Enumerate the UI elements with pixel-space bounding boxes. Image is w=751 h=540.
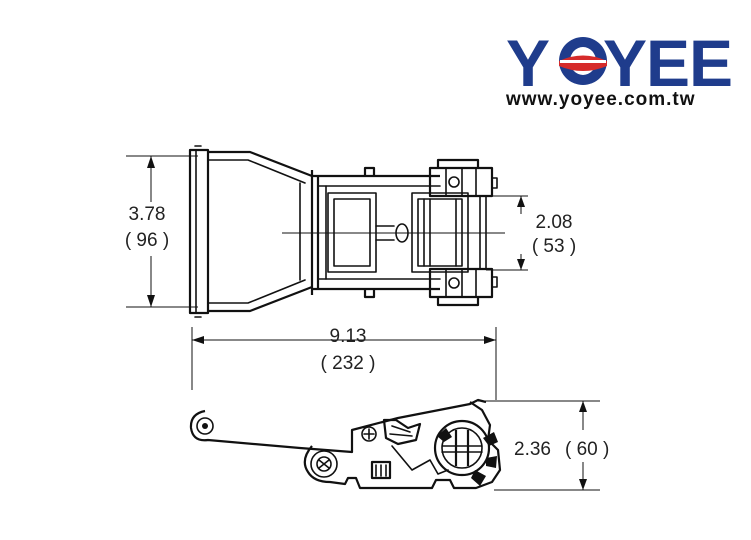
yoyee-logo: Y YEE www.yoyee.com.tw xyxy=(505,26,733,110)
dim-height-in: 2.36 xyxy=(514,439,551,460)
logo-o-emblem xyxy=(559,37,607,85)
logo-letter-y1: Y xyxy=(506,26,549,100)
dim-height-mm: ( 60 ) xyxy=(565,439,609,460)
dim-overall-width-in: 3.78 xyxy=(129,204,166,225)
length-dimension: 9.13 ( 232 ) xyxy=(191,326,497,400)
logo-letters-yee: YEE xyxy=(603,26,732,100)
side-view: 2.36 ( 60 ) xyxy=(189,398,609,491)
top-view: 3.78 ( 96 ) xyxy=(125,145,576,318)
dim-overall-length-in: 9.13 xyxy=(330,326,367,347)
website-url: www.yoyee.com.tw xyxy=(505,89,696,110)
dim-opening-width-in: 2.08 xyxy=(536,212,573,233)
dim-opening-width-mm: ( 53 ) xyxy=(532,236,576,257)
dim-overall-width-mm: ( 96 ) xyxy=(125,230,169,251)
dim-overall-length-mm: ( 232 ) xyxy=(321,353,376,374)
